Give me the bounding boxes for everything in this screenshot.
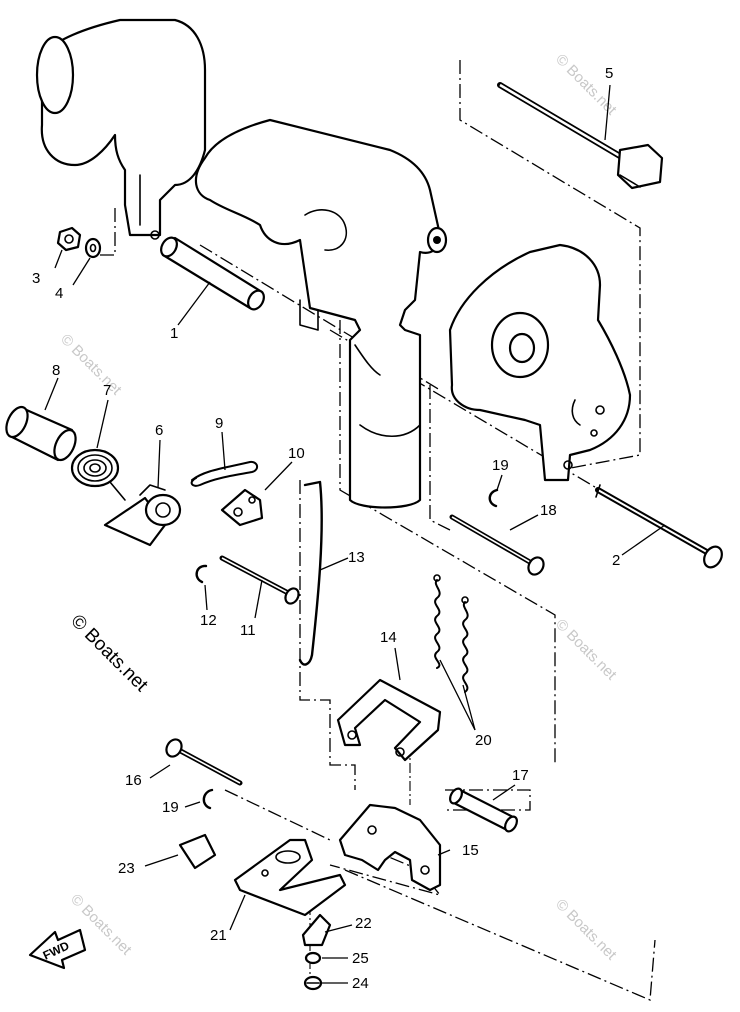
callout-22: 22: [355, 915, 372, 932]
callout-18: 18: [540, 502, 557, 519]
part-18-pin: [449, 514, 545, 576]
callout-20: 20: [475, 732, 492, 749]
callout-24: 24: [352, 975, 369, 992]
callout-23: 23: [118, 860, 135, 877]
callout-21: 21: [210, 927, 227, 944]
callout-6: 6: [155, 422, 163, 439]
part-23-block: [178, 833, 217, 870]
part-25-washer: [304, 951, 322, 965]
part-9-wire-spring: [190, 460, 258, 487]
callout-12: 12: [200, 612, 217, 629]
watermark-main: © Boats.net: [66, 611, 152, 697]
callout-25: 25: [352, 950, 369, 967]
part-19a-clip: [488, 488, 499, 508]
callout-15: 15: [462, 842, 479, 859]
callout-9: 9: [215, 415, 223, 432]
part-11-bolt: [219, 555, 300, 605]
part-17-sleeve: [449, 787, 518, 833]
callout-16: 16: [125, 772, 142, 789]
part-21-plate: [233, 838, 347, 917]
part-12-clip: [195, 564, 208, 584]
part-2-long-bolt: [595, 484, 723, 569]
watermark-7: © Boats.net: [552, 896, 620, 964]
callout-2: 2: [612, 552, 620, 569]
part-14-bracket: [336, 678, 442, 762]
leader-lines: [44, 84, 666, 984]
part-1-tube: [160, 236, 265, 311]
callout-19b: 19: [162, 799, 179, 816]
part-24-screw: [303, 975, 323, 991]
callout-11: 11: [240, 622, 256, 639]
right-clamp-bracket: [448, 243, 632, 482]
part-5-pin: [497, 82, 664, 190]
part-8-sleeve: [5, 405, 77, 462]
part-15-bracket: [338, 803, 442, 892]
callout-1: 1: [170, 325, 178, 342]
part-19b-clip: [202, 788, 214, 810]
fwd-direction-arrow: FWD: [28, 928, 87, 970]
part-10-lever: [220, 488, 264, 527]
left-clamp-bracket: [35, 18, 207, 240]
watermark-5: © Boats.net: [552, 616, 620, 684]
watermark-2: © Boats.net: [552, 51, 620, 119]
callout-10: 10: [288, 445, 305, 462]
part-13-rod: [298, 480, 323, 666]
swivel-bracket-housing: [194, 118, 448, 509]
part-7-spring: [70, 448, 126, 501]
callout-8: 8: [52, 362, 60, 379]
part-22-clip: [301, 913, 332, 947]
callout-labels: 1 2 3 4 5 6 7 8 9 10 11 12 13 14 15 16 1…: [32, 65, 620, 992]
callout-17: 17: [512, 767, 529, 784]
callout-13: 13: [348, 549, 365, 566]
callout-19a: 19: [492, 457, 509, 474]
callout-7: 7: [103, 382, 111, 399]
callout-14: 14: [380, 629, 397, 646]
part-4-washer: [84, 237, 102, 259]
part-3-nut: [56, 226, 82, 252]
callout-4: 4: [55, 285, 63, 302]
callout-3: 3: [32, 270, 40, 287]
part-6-latch: [103, 484, 182, 547]
callout-5: 5: [605, 65, 613, 82]
watermark-3: © Boats.net: [57, 331, 125, 399]
part-20-springs: [433, 574, 469, 693]
part-16-bolt: [165, 738, 243, 786]
